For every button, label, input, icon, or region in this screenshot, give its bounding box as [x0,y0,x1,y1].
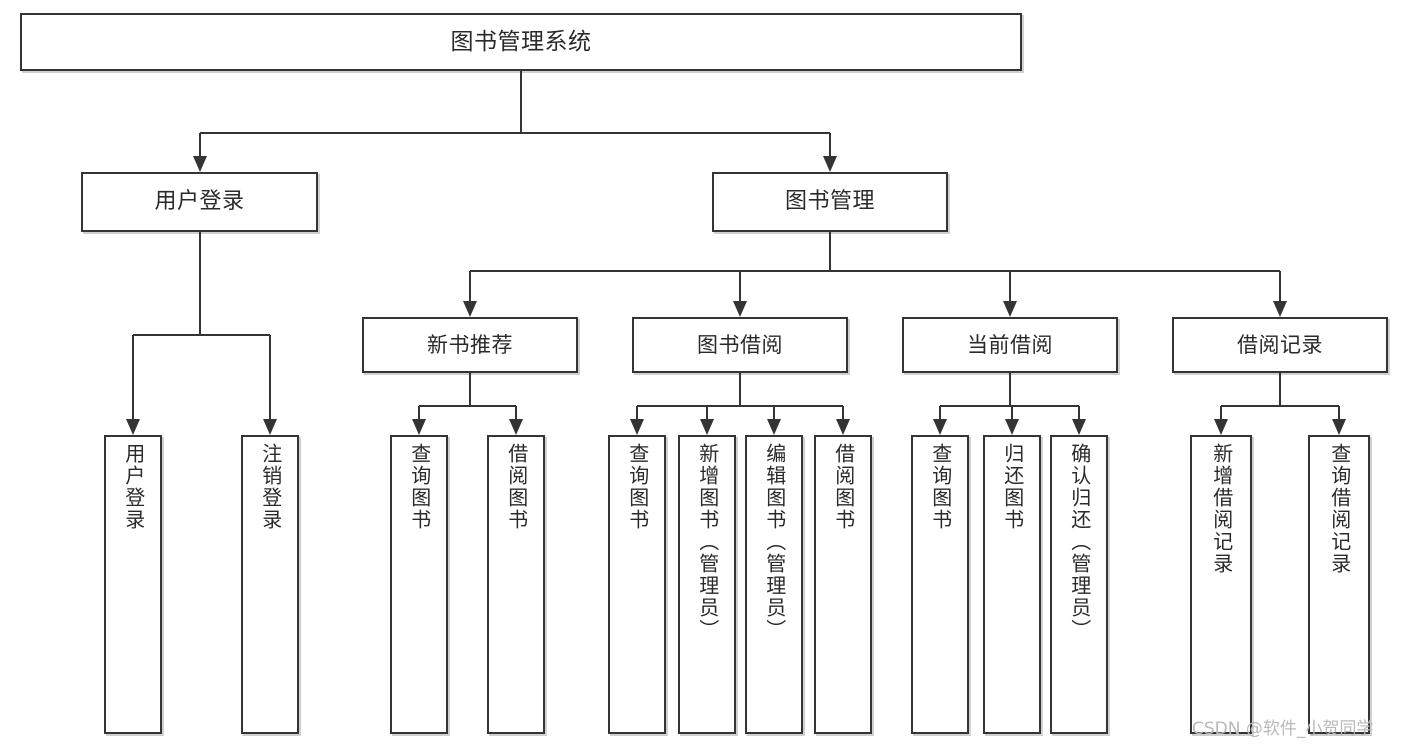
node-label: 归还图书 [1000,443,1025,531]
node-label: 用户登录 [121,443,146,531]
connector-leaf-stem [469,373,471,406]
node-leaf-0[interactable]: 用户登录 [104,435,162,734]
node-label: 借阅记录 [1237,332,1323,357]
arrow-head-icon [1332,419,1346,435]
node-leaf-5[interactable]: 新增图书（管理员） [678,435,736,734]
node-label: 查询图书 [928,443,953,531]
connector-bus-level2 [199,132,830,134]
connector-down-leaf [939,406,941,419]
connector-down-leaf [773,406,775,419]
connector-down-leaf [1011,406,1013,419]
node-label: 查询借阅记录 [1327,443,1352,575]
node-leaf-6[interactable]: 编辑图书（管理员） [745,435,803,734]
node-leaf-10[interactable]: 确认归还（管理员） [1050,435,1108,734]
connector-leaf-stem [1279,373,1281,406]
node-leaf-8[interactable]: 查询图书 [911,435,969,734]
node-label: 确认归还（管理员） [1067,443,1092,641]
connector-leaf-stem [1009,373,1011,406]
connector-down-leaf [842,406,844,419]
node-label: 新书推荐 [427,332,513,357]
node-label: 借阅图书 [504,443,529,531]
arrow-head-icon [1005,419,1019,435]
connector-down-leaf [132,335,134,419]
arrow-head-icon [933,419,947,435]
node-level2-0[interactable]: 用户登录 [81,172,318,232]
node-label: 注销登录 [258,443,283,531]
connector-leaf-stem [739,373,741,406]
watermark-text: CSDN @软件_小贺同学 [1192,719,1374,739]
connector-down-level3 [469,271,471,301]
connector-bus-leaf [419,405,516,407]
arrow-head-icon [263,419,277,435]
node-leaf-11[interactable]: 新增借阅记录 [1190,435,1252,734]
arrow-head-icon [630,419,644,435]
node-label: 新增图书（管理员） [695,443,720,641]
connector-down-level3 [1009,271,1011,301]
node-level3-3[interactable]: 借阅记录 [1172,317,1388,373]
node-label: 编辑图书（管理员） [762,443,787,641]
node-label: 新增借阅记录 [1209,443,1234,575]
connector-leaf-stem [198,232,201,335]
connector-down-level2 [829,133,831,156]
connector-down-level3 [739,271,741,301]
connector-bus-leaf [133,334,270,336]
node-leaf-1[interactable]: 注销登录 [241,435,299,734]
node-level3-2[interactable]: 当前借阅 [902,317,1118,373]
arrow-head-icon [1072,419,1086,435]
node-leaf-9[interactable]: 归还图书 [983,435,1041,734]
connector-down-leaf [636,406,638,419]
connector-root-stem [520,71,522,133]
node-label: 用户登录 [154,189,245,215]
connector-down-leaf [1338,406,1340,419]
connector-level2-stem [829,232,831,271]
arrow-head-icon [836,419,850,435]
arrow-head-icon [1214,419,1228,435]
node-label: 查询图书 [407,443,432,531]
arrow-head-icon [412,419,426,435]
node-leaf-4[interactable]: 查询图书 [608,435,666,734]
node-leaf-7[interactable]: 借阅图书 [814,435,872,734]
arrow-head-icon [463,301,477,317]
connector-bus-leaf [940,405,1079,407]
connector-bus-leaf [1221,405,1339,407]
connector-down-level3 [1279,271,1281,301]
node-leaf-12[interactable]: 查询借阅记录 [1308,435,1370,734]
connector-down-leaf [706,406,708,419]
connector-down-level2 [198,133,201,156]
arrow-head-icon [1003,301,1017,317]
arrow-head-icon [733,301,747,317]
connector-bus-leaf [637,405,843,407]
node-label: 借阅图书 [831,443,856,531]
node-label: 当前借阅 [967,332,1053,357]
node-level2-1[interactable]: 图书管理 [712,172,948,232]
node-label: 图书管理 [784,189,875,215]
arrow-head-icon [126,419,140,435]
connector-down-leaf [418,406,420,419]
arrow-head-icon [823,156,837,172]
arrow-head-icon [192,156,207,172]
node-level3-1[interactable]: 图书借阅 [632,317,848,373]
connector-down-leaf [269,335,271,419]
connector-down-leaf [1078,406,1080,419]
node-leaf-2[interactable]: 查询图书 [390,435,448,734]
arrow-head-icon [767,419,781,435]
node-label: 图书借阅 [697,332,783,357]
arrow-head-icon [700,419,714,435]
connector-bus-level3 [470,270,1280,272]
node-level3-0[interactable]: 新书推荐 [362,317,578,373]
arrow-head-icon [509,419,523,435]
connector-down-leaf [515,406,517,419]
connector-down-leaf [1220,406,1222,419]
node-label: 图书管理系统 [450,28,592,55]
node-leaf-3[interactable]: 借阅图书 [487,435,545,734]
node-label: 查询图书 [625,443,650,531]
arrow-head-icon [1273,301,1287,317]
node-root[interactable]: 图书管理系统 [20,13,1022,71]
